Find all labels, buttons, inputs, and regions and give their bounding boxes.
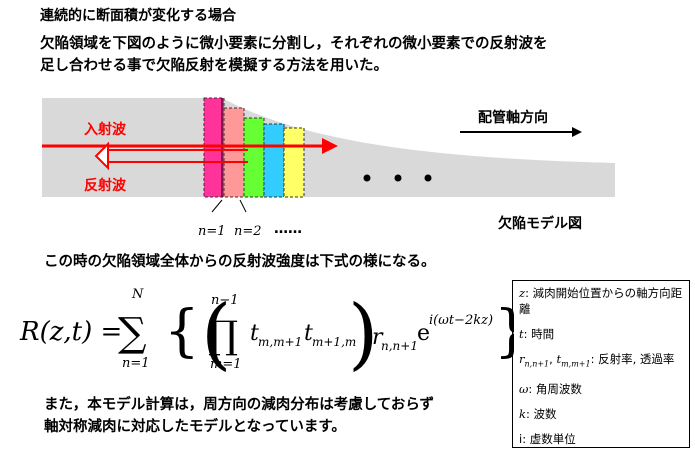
product-symbol: ∏ — [208, 313, 238, 357]
legend-item-t: t: 時間 — [519, 326, 683, 342]
legend-symbol: t — [519, 327, 524, 341]
left-paren: ( — [201, 289, 231, 379]
right-brace: } — [494, 299, 514, 364]
reflected-wave-label: 反射波 — [84, 177, 127, 194]
n1-label: n=1 — [198, 224, 226, 239]
legend-text: : 時間 — [523, 327, 555, 341]
reflection-term-subscript: n,n+1 — [381, 339, 418, 353]
legend-text: : 反射率, 透過率 — [590, 352, 675, 366]
product-upper-limit: n−1 — [211, 293, 239, 308]
legend-symbol: k — [519, 407, 526, 422]
closing-text: また，本モデル計算は，周方向の減肉分布は考慮しておらず 軸対称減肉に対応したモデ… — [44, 394, 434, 438]
legend-symbol: z — [519, 286, 526, 300]
legend-text: : 波数 — [525, 407, 557, 422]
defect-segment-5 — [283, 127, 305, 198]
legend-t-symbol: t — [556, 352, 562, 366]
continuation-dot — [363, 174, 371, 182]
incident-wave-label: 入射波 — [84, 121, 127, 138]
legend-item-r-t: rn,n+1, tm,m+1: 反射率, 透過率 — [519, 352, 675, 369]
defect-segment-3 — [243, 117, 265, 198]
continuation-dot — [394, 174, 402, 182]
sum-lower-limit: n=1 — [122, 356, 150, 371]
reflected-arrowhead — [94, 141, 109, 171]
formula-intro-sentence: この時の欠陥領域全体からの反射波強度は下式の様になる。 — [44, 254, 436, 270]
legend-symbol: r — [519, 352, 525, 366]
transmission-term-1-subscript: m,m+1 — [258, 335, 302, 349]
symbol-legend: z: 減肉開始位置からの軸方向距離 t: 時間 rn,n+1, tm,m+1: … — [512, 280, 690, 448]
summation-symbol: ∑ — [118, 310, 147, 356]
product-lower-limit: m=1 — [210, 357, 242, 372]
pipe-direction-label: 配管軸方向 — [478, 109, 548, 126]
incident-arrowhead — [322, 138, 338, 154]
intro-line-1: 欠陥領域を下図のように微小要素に分割し，それぞれの微小要素での反射波を — [40, 36, 548, 52]
closing-line-2: 軸対称減肉に対応したモデルとなっています。 — [44, 419, 346, 435]
model-caption: 欠陥モデル図 — [498, 215, 582, 232]
right-paren: ) — [348, 289, 378, 379]
defect-segment-2 — [223, 107, 245, 198]
legend-item-k: k: 波数 — [519, 406, 683, 422]
defect-segments — [203, 97, 305, 198]
sum-upper-limit: N — [131, 287, 144, 302]
intro-line-2: 足し合わせる事で欠陥反射を模擬する方法を用いた。 — [40, 58, 388, 74]
formula-lhs: R(z,t) = — [19, 317, 122, 347]
n2-pointer — [239, 199, 247, 213]
transmission-term-2-subscript: m+1,m — [312, 335, 356, 349]
legend-text: : 虚数単位 — [522, 432, 576, 447]
reflection-term: r — [372, 325, 384, 350]
defect-segment-4 — [263, 123, 285, 198]
legend-text: : 減肉開始位置からの軸方向距離 — [519, 286, 683, 316]
heading: 連続的に断面積が変化する場合 — [40, 8, 236, 24]
intro-text: 欠陥領域を下図のように微小要素に分割し，それぞれの微小要素での反射波を 足し合わ… — [40, 33, 548, 77]
legend-item-z: z: 減肉開始位置からの軸方向距離 — [519, 285, 683, 317]
pipe-direction-arrowhead — [572, 127, 582, 137]
n2-label: n=2 — [234, 224, 262, 239]
transmission-term-1: t — [250, 321, 259, 346]
legend-symbol: ω — [519, 382, 529, 397]
exponential-exponent: i(ωt−2kz) — [429, 313, 493, 328]
closing-line-1: また，本モデル計算は，周方向の減肉分布は考慮しておらず — [44, 397, 435, 413]
defect-model-diagram: 入射波 反射波 配管軸方向 n=1 n=2 …… 欠陥モデル図 — [42, 97, 615, 239]
legend-item-omega: ω: 角周波数 — [519, 381, 683, 397]
legend-item-i: i: 虚数単位 — [519, 431, 683, 447]
legend-text: : 角周波数 — [528, 382, 582, 397]
legend-r-subscript: n,n+1 — [524, 359, 550, 369]
n1-pointer — [211, 199, 223, 213]
legend-symbol: i — [519, 432, 523, 447]
segment-ellipsis: …… — [274, 221, 302, 237]
continuation-dot — [424, 174, 432, 182]
legend-t-subscript: m,m+1 — [561, 359, 591, 369]
exponential-base: e — [417, 321, 430, 346]
reflection-formula: R(z,t) = N ∑ n=1 { ( n−1 ∏ m=1 t m,m+1 t… — [19, 287, 514, 379]
transmission-term-2: t — [304, 321, 313, 346]
left-brace: { — [164, 299, 200, 364]
